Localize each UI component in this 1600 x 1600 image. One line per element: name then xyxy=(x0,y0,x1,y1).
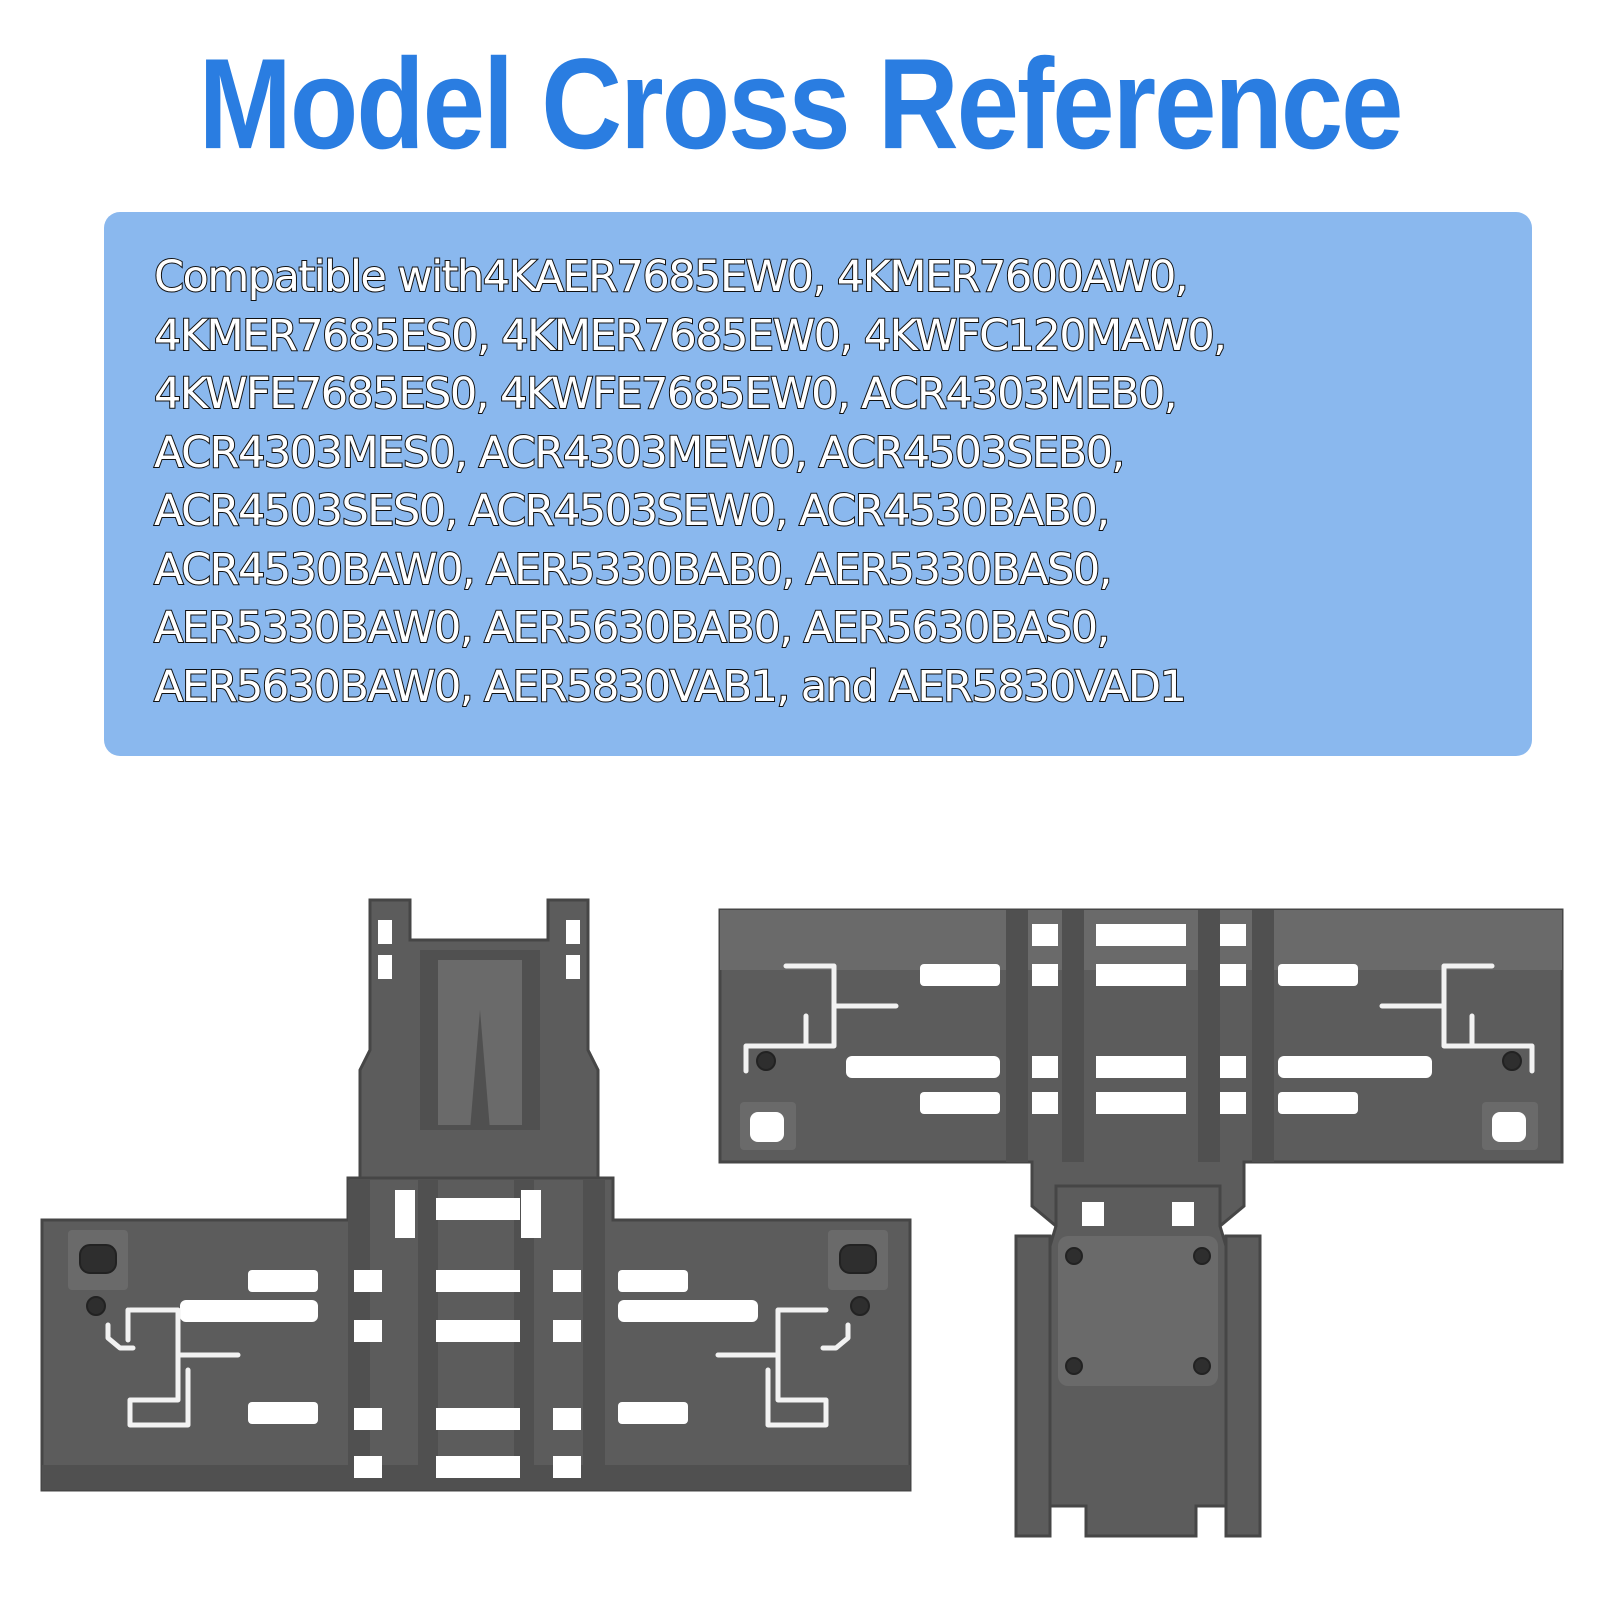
compatibility-line: ACR4530BAW0, AER5330BAB0, AER5330BAS0, xyxy=(153,544,1113,596)
page-title: Model Cross Reference xyxy=(198,31,1404,176)
compatibility-line: AER5630BAW0, AER5830VAB1, and AER5830VAD… xyxy=(153,661,1188,713)
compatibility-line: 4KMER7685ES0, 4KMER7685EW0, 4KWFC120MAW0… xyxy=(153,310,1228,362)
rack-adjuster-image-left xyxy=(38,898,918,1520)
compatibility-line: Compatible with4KAER7685EW0, 4KMER7600AW… xyxy=(153,251,1190,303)
rack-adjuster-image-right xyxy=(716,906,1582,1546)
compatibility-panel: Compatible with4KAER7685EW0, 4KMER7600AW… xyxy=(104,212,1532,756)
compatibility-line: ACR4503SES0, ACR4503SEW0, ACR4530BAB0, xyxy=(153,485,1111,537)
compatibility-line: ACR4303MES0, ACR4303MEW0, ACR4503SEB0, xyxy=(153,427,1126,479)
compatibility-line: AER5330BAW0, AER5630BAB0, AER5630BAS0, xyxy=(153,602,1111,654)
compatibility-line: 4KWFE7685ES0, 4KWFE7685EW0, ACR4303MEB0, xyxy=(153,368,1179,420)
